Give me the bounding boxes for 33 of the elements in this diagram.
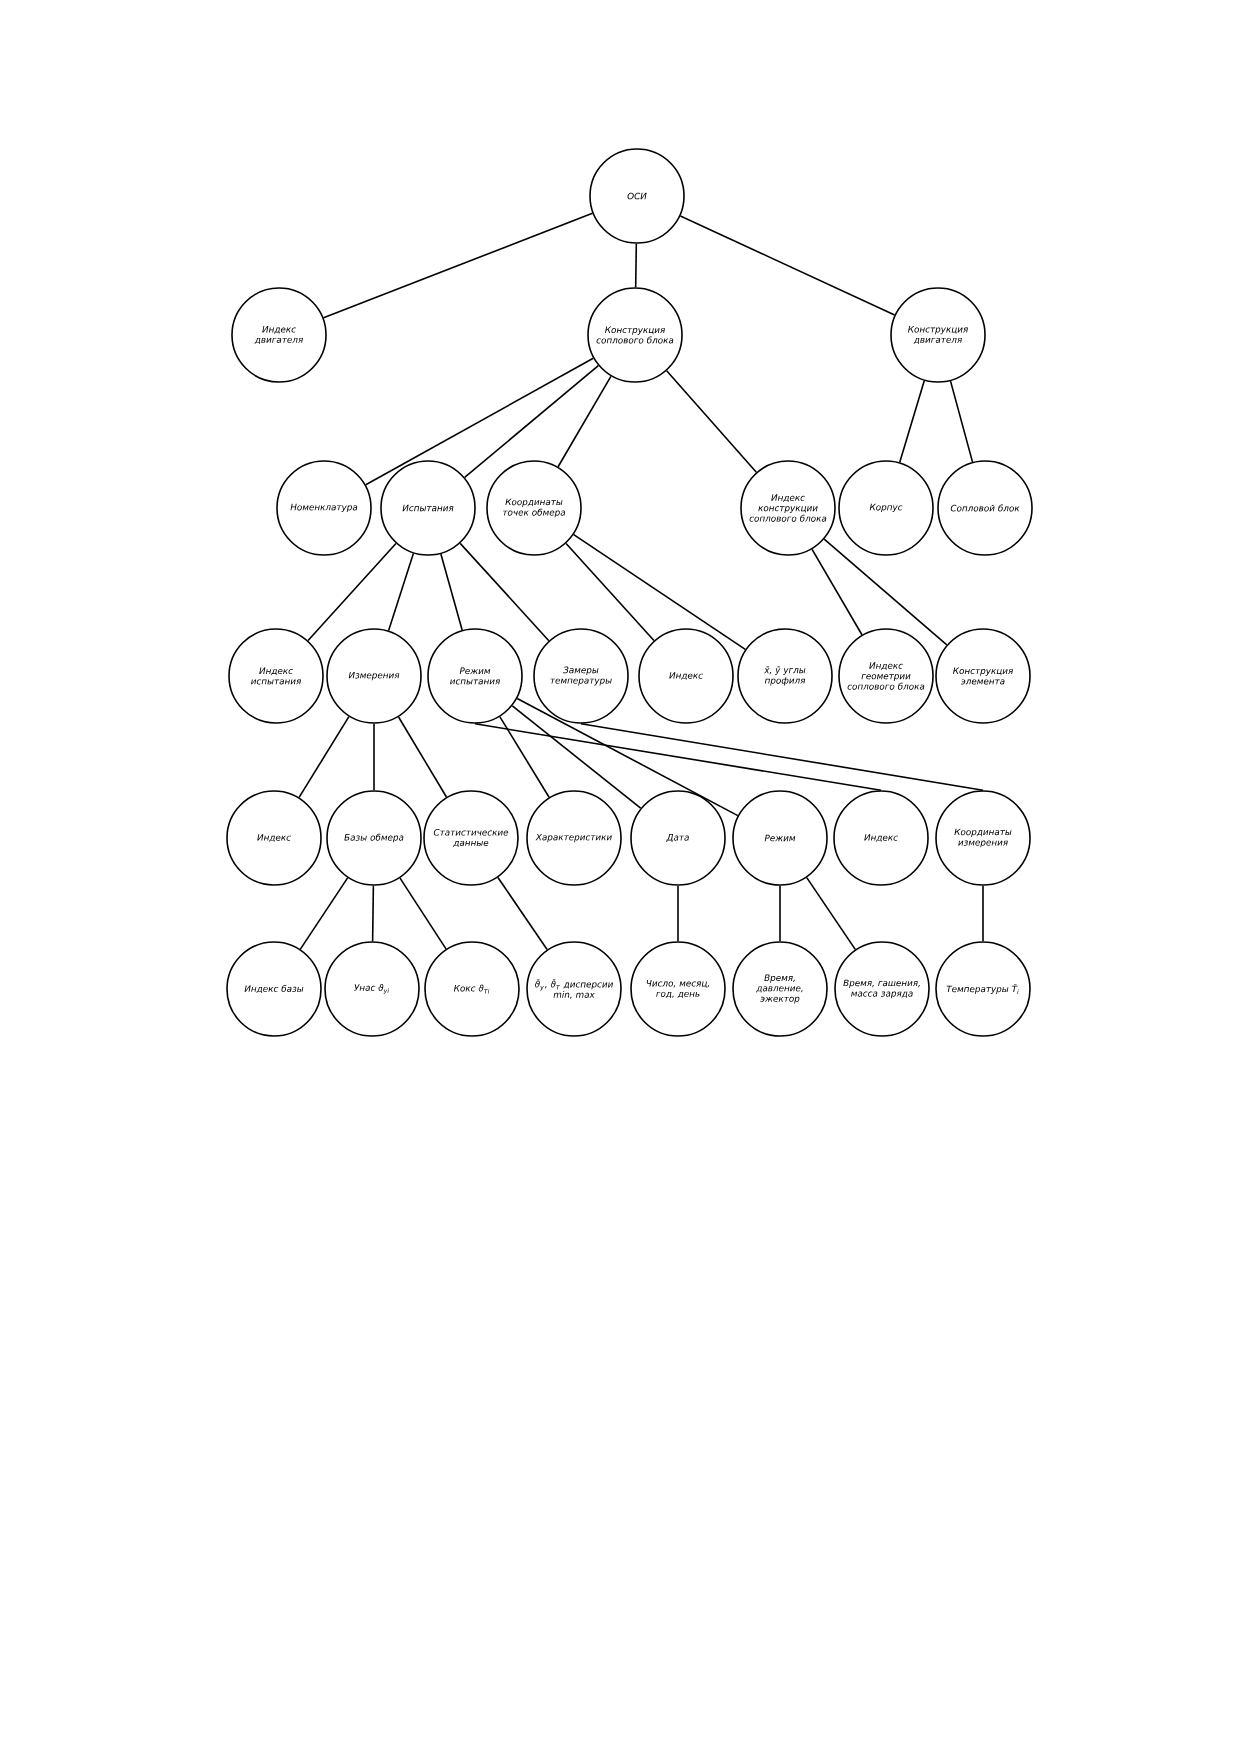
connector-line	[463, 364, 600, 479]
connector-line	[805, 876, 857, 951]
connector-line	[811, 548, 863, 636]
connector-line	[299, 877, 349, 950]
connector-line	[565, 542, 655, 642]
connector-line	[580, 723, 984, 791]
connector-line	[898, 379, 926, 464]
connector-line	[307, 542, 397, 642]
connector-line	[322, 212, 594, 319]
connector-line	[677, 885, 679, 942]
connector-line	[397, 716, 448, 798]
connector-line	[440, 553, 463, 631]
connector-line	[298, 715, 350, 799]
connector-line	[679, 215, 896, 316]
connector-line	[499, 716, 550, 799]
connector-line	[497, 876, 548, 951]
connector-line	[371, 885, 375, 942]
connector-line	[557, 375, 612, 468]
connector-line	[823, 538, 948, 646]
connector-line	[516, 697, 739, 817]
connector-line	[459, 542, 550, 642]
connector-line	[373, 723, 375, 791]
connector-line	[511, 705, 642, 809]
connector-line	[474, 723, 882, 791]
connector-line	[364, 357, 595, 486]
connector-line	[572, 533, 747, 651]
connector-line	[387, 552, 415, 632]
connector-line	[634, 243, 638, 289]
connector-line	[982, 885, 984, 942]
connector-line	[949, 380, 974, 463]
connector-line	[779, 885, 781, 942]
connector-line	[665, 370, 758, 473]
connector-line	[399, 877, 447, 950]
